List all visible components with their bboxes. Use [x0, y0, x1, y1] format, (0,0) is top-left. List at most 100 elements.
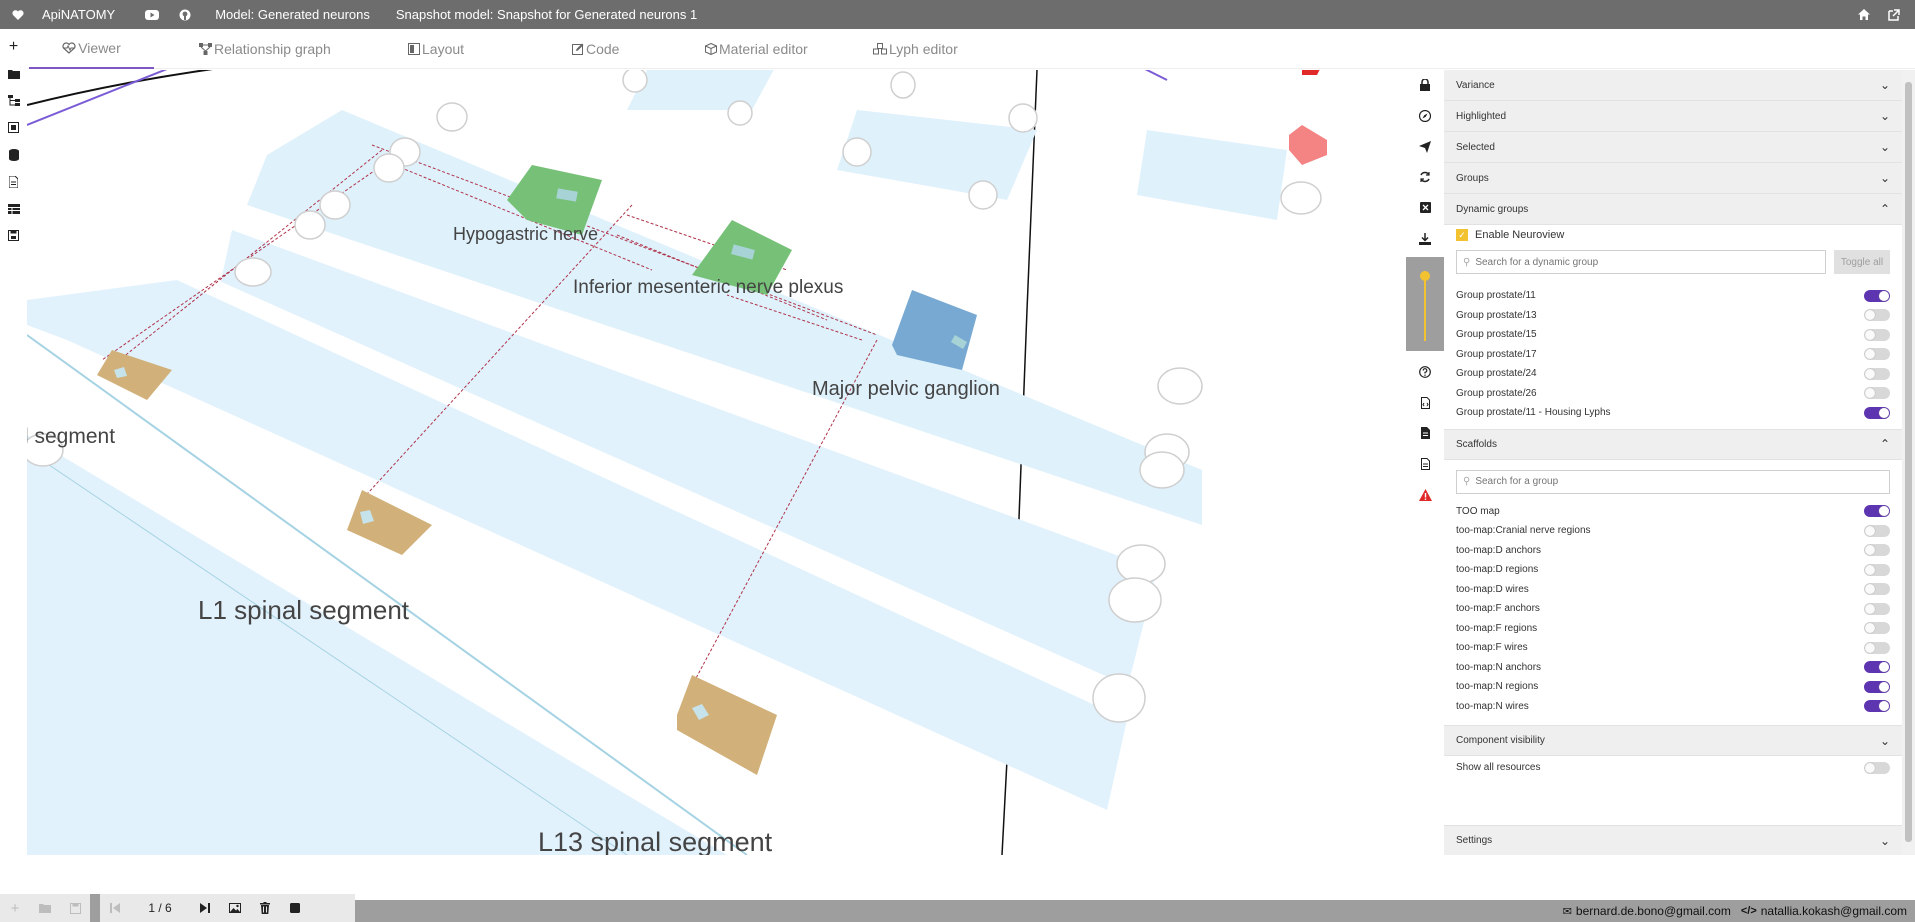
section-groups[interactable]: Groups ⌄ — [1444, 163, 1902, 194]
toggle-switch[interactable] — [1864, 387, 1890, 400]
merge-button[interactable] — [4, 87, 24, 114]
database-button[interactable] — [4, 141, 24, 168]
lyph-node[interactable] — [677, 675, 777, 775]
toggle-row[interactable]: too-map:D anchors — [1444, 541, 1902, 561]
dynamic-group-search-input[interactable] — [1475, 256, 1819, 268]
toggle-switch[interactable] — [1864, 406, 1890, 419]
section-variance[interactable]: Variance ⌄ — [1444, 70, 1902, 101]
toggle-switch[interactable] — [1864, 700, 1890, 713]
enable-neuroview-checkbox[interactable]: ✓ — [1456, 229, 1468, 241]
enable-neuroview-row[interactable]: ✓ Enable Neuroview — [1444, 226, 1902, 244]
toggle-switch[interactable] — [1864, 348, 1890, 361]
tab-code[interactable]: Code — [572, 29, 619, 69]
add-snapshot-button[interactable]: + — [0, 894, 30, 922]
hypogastric-nerve-node[interactable] — [507, 165, 602, 235]
help-button[interactable] — [1415, 357, 1435, 388]
section-highlighted[interactable]: Highlighted ⌄ — [1444, 101, 1902, 132]
toggle-switch[interactable] — [1864, 583, 1890, 596]
toggle-row[interactable]: TOO map — [1444, 502, 1902, 522]
toggle-row[interactable]: Group prostate/24 — [1444, 364, 1902, 384]
toggle-switch[interactable] — [1864, 328, 1890, 341]
download-button[interactable] — [1415, 223, 1435, 254]
toggle-row[interactable]: too-map:Cranial nerve regions — [1444, 521, 1902, 541]
lyph-node[interactable] — [97, 350, 172, 400]
home-button[interactable] — [1855, 6, 1873, 24]
send-button[interactable] — [1415, 131, 1435, 162]
toggle-all-button[interactable]: Toggle all — [1834, 250, 1890, 274]
toggle-switch[interactable] — [1864, 641, 1890, 654]
save-button[interactable] — [4, 222, 24, 249]
warnings-button[interactable] — [1415, 479, 1435, 510]
export-json-button[interactable] — [1415, 418, 1435, 449]
toggle-row[interactable]: too-map:D regions — [1444, 560, 1902, 580]
section-settings[interactable]: Settings ⌄ — [1444, 825, 1902, 855]
inferior-mesenteric-node[interactable] — [692, 220, 792, 295]
first-state-button[interactable] — [100, 894, 130, 922]
open-external-button[interactable] — [1885, 6, 1903, 24]
scaffold-search[interactable]: ⚲ — [1456, 469, 1890, 494]
save-snapshot-button[interactable] — [60, 894, 90, 922]
open-snapshot-button[interactable] — [30, 894, 60, 922]
document-button[interactable] — [4, 168, 24, 195]
toggle-switch[interactable] — [1864, 622, 1890, 635]
toggle-row[interactable]: Group prostate/17 — [1444, 345, 1902, 365]
toggle-row[interactable]: too-map:F regions — [1444, 619, 1902, 639]
toggle-row[interactable]: too-map:N anchors — [1444, 658, 1902, 678]
toggle-row[interactable]: too-map:F wires — [1444, 638, 1902, 658]
toggle-row[interactable]: Group prostate/11 — [1444, 286, 1902, 306]
youtube-link[interactable] — [139, 0, 165, 29]
toggle-row[interactable]: Group prostate/26 — [1444, 384, 1902, 404]
toggle-switch[interactable] — [1864, 505, 1890, 518]
section-dynamic-groups[interactable]: Dynamic groups ⌃ — [1444, 194, 1902, 225]
major-pelvic-ganglion-node[interactable] — [892, 290, 977, 370]
tab-material-editor[interactable]: Material editor — [705, 29, 808, 69]
show-all-resources-row[interactable]: Show all resources — [1444, 758, 1902, 777]
delete-state-button[interactable] — [250, 894, 280, 922]
toggle-switch[interactable] — [1864, 524, 1890, 537]
toggle-row[interactable]: too-map:N regions — [1444, 677, 1902, 697]
panel-scrollbar[interactable] — [1902, 70, 1915, 855]
open-folder-button[interactable] — [4, 60, 24, 87]
scrollbar-thumb[interactable] — [1905, 82, 1912, 842]
section-scaffolds[interactable]: Scaffolds ⌃ — [1444, 428, 1902, 460]
red-node[interactable] — [1289, 125, 1327, 165]
close-scene-button[interactable] — [1415, 193, 1435, 224]
import-button[interactable] — [4, 114, 24, 141]
tab-relationship-graph[interactable]: Relationship graph — [199, 29, 331, 69]
toggle-switch[interactable] — [1864, 680, 1890, 693]
refresh-button[interactable] — [1415, 162, 1435, 193]
slider-thumb[interactable] — [1420, 270, 1430, 281]
toggle-switch[interactable] — [1864, 544, 1890, 557]
scaffold-search-input[interactable] — [1475, 476, 1883, 487]
export-doc-button[interactable] — [1415, 449, 1435, 480]
toggle-row[interactable]: too-map:F anchors — [1444, 599, 1902, 619]
toggle-row[interactable]: Group prostate/13 — [1444, 306, 1902, 326]
tab-layout[interactable]: Layout — [408, 29, 464, 69]
contact-email-1[interactable]: bernard.de.bono@gmail.com — [1575, 904, 1731, 918]
tab-viewer[interactable]: Viewer — [29, 29, 154, 69]
lock-button[interactable] — [1415, 70, 1435, 101]
tab-lyph-editor[interactable]: Lyph editor — [873, 29, 958, 69]
lyph-node[interactable] — [347, 490, 432, 555]
toggle-switch[interactable] — [1864, 367, 1890, 380]
3d-viewer-canvas[interactable]: Hypogastric nerve Inferior mesenteric ne… — [27, 70, 1406, 855]
toggle-row[interactable]: too-map:N wires — [1444, 697, 1902, 717]
red-node[interactable] — [1302, 70, 1322, 75]
next-state-button[interactable] — [190, 894, 220, 922]
contact-email-2[interactable]: natallia.kokash@gmail.com — [1760, 904, 1907, 918]
toggle-switch[interactable] — [1864, 289, 1890, 302]
export-file-button[interactable] — [1415, 387, 1435, 418]
toggle-switch[interactable] — [1864, 309, 1890, 322]
compass-button[interactable] — [1415, 101, 1435, 132]
table-button[interactable] — [4, 195, 24, 222]
section-selected[interactable]: Selected ⌄ — [1444, 132, 1902, 163]
show-all-resources-toggle[interactable] — [1864, 761, 1890, 774]
toggle-switch[interactable] — [1864, 661, 1890, 674]
label-size-slider[interactable] — [1406, 256, 1444, 351]
app-logo[interactable]: ApiNATOMY — [0, 0, 121, 29]
toggle-row[interactable]: too-map:D wires — [1444, 580, 1902, 600]
dynamic-group-search[interactable]: ⚲ — [1456, 250, 1826, 274]
stop-button[interactable] — [280, 894, 310, 922]
github-link[interactable] — [173, 0, 197, 29]
toggle-switch[interactable] — [1864, 563, 1890, 576]
